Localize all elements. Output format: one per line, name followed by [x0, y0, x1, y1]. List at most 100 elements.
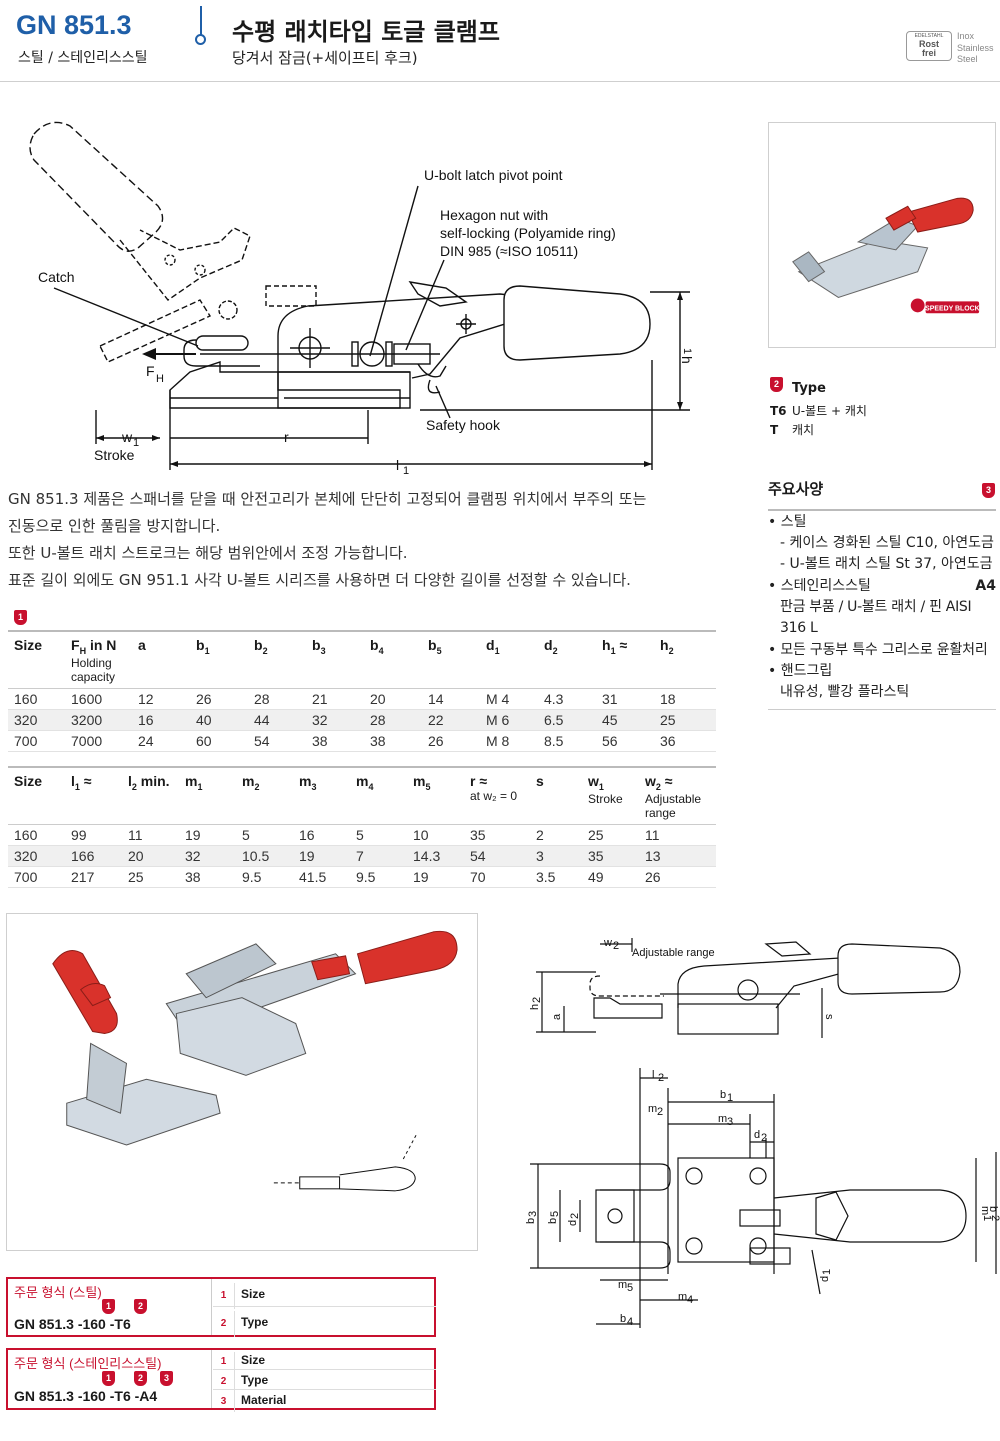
table-cell: 41.5 [293, 866, 350, 888]
stainless-note: Inox Stainless Steel [957, 31, 994, 66]
order-steel-row-type-num: 2 [213, 1311, 235, 1337]
table1-header-text-2: a [138, 637, 146, 653]
features-title: 주요사양 [768, 478, 996, 511]
table-cell: 3200 [65, 709, 132, 731]
table1-header-0: Size [8, 629, 65, 689]
table-cell: 320 [8, 845, 65, 867]
table-cell: 700 [8, 866, 65, 888]
table-cell: 54 [248, 730, 306, 752]
table1-header-text-7: b [428, 637, 437, 653]
dim-m3: m [718, 1113, 727, 1125]
feature-steel-item-2: - U-볼트 래치 스틸 St 37, 아연도금 [780, 556, 993, 572]
table-cell: 14.3 [407, 845, 464, 867]
table-cell: 1600 [65, 688, 132, 710]
table1-header-sub-7: 5 [436, 645, 442, 656]
table2-header-sub-7: 5 [425, 781, 431, 792]
table1-header-suffix-10: ≈ [615, 637, 628, 653]
table1-header-9: d2 [538, 629, 596, 689]
order-stainless-marker-3: 3 [160, 1371, 173, 1386]
stainless-note-2: Stainless [957, 42, 994, 53]
dim-b1: b [720, 1089, 726, 1101]
feature-stainless: • 스테인리스스틸 A4 [768, 576, 996, 597]
table-cell: 99 [65, 824, 122, 846]
feature-steel-item-2-text: U-볼트 래치 스틸 St 37, 아연도금 [789, 556, 993, 572]
table2-header-text-8: r ≈ [470, 773, 488, 789]
table-cell: 166 [65, 845, 122, 867]
table-cell: 40 [190, 709, 248, 731]
table-cell: 160 [8, 824, 65, 846]
table-cell: 217 [65, 866, 122, 888]
table2-header-3: m1 [179, 765, 236, 825]
dim-m5: m [618, 1279, 627, 1291]
label-w1: w [121, 429, 133, 445]
badge-line-1: Rost [919, 38, 939, 49]
label-fh-sub: H [156, 373, 164, 385]
table2-header-text-5: m [299, 773, 312, 789]
feature-handle-desc: 내유성, 빨강 플라스틱 [768, 682, 996, 710]
table1-header-text-8: d [486, 637, 495, 653]
dim-d1-sub: 1 [821, 1269, 833, 1275]
feature-stainless-code: A4 [975, 578, 996, 594]
table1-header-text-4: b [254, 637, 263, 653]
table1-header-2: a [132, 629, 190, 689]
order-stainless-marker-1: 1 [102, 1371, 115, 1386]
description-line-1: GN 851.3 제품은 스패너를 닫을 때 안전고리가 본체에 단단히 고정되… [8, 490, 647, 508]
table1-header-7: b5 [422, 629, 480, 689]
table1-header-text-9: d [544, 637, 553, 653]
table2-header-sub-5: 3 [311, 781, 317, 792]
table2-header-note-11: Adjustable range [645, 791, 702, 820]
table-cell: 4.3 [538, 688, 596, 710]
table-cell: 26 [639, 866, 716, 888]
table2-header-sub-3: 1 [197, 781, 203, 792]
table2-header-1: l1 ≈ [65, 765, 122, 825]
main-technical-drawing: U-bolt latch pivot point Hexagon nut wit… [20, 110, 740, 480]
table-cell: 19 [407, 866, 464, 888]
description-line-2: 진동으로 인한 풀림을 방지합니다. [8, 517, 221, 535]
table2-header-text-11: w [645, 773, 656, 789]
table-cell: 16 [293, 824, 350, 846]
dim-l2: l [652, 1069, 654, 1081]
table1-header-sub-4: 2 [262, 645, 268, 656]
table2-header-sub-11: 2 [655, 781, 661, 792]
dim-d1: d [819, 1276, 831, 1282]
table-cell: 10.5 [236, 845, 293, 867]
table2-header-8: r ≈at w₂ = 0 [464, 765, 530, 825]
table1-header-3: b1 [190, 629, 248, 689]
table-cell: 5 [350, 824, 407, 846]
order-stainless-title: 주문 형식 (스테인리스스틸) [14, 1356, 162, 1371]
order-stainless-row-type-num: 2 [213, 1372, 235, 1392]
features-list: • 스틸 - 케이스 경화된 스틸 C10, 아연도금 - U-볼트 래치 스틸… [768, 510, 996, 710]
table-cell: 70 [464, 866, 530, 888]
order-stainless-row-size: 1 Size [213, 1350, 436, 1372]
dim-a: a [551, 1013, 563, 1020]
rostfrei-badge: EDELSTAHL Rost frei [906, 31, 952, 61]
table2-header-sub-1: 1 [74, 781, 80, 792]
table-cell: 54 [464, 845, 530, 867]
header-divider [200, 6, 202, 36]
type-code-t: T [770, 423, 779, 437]
dim-b2: b [987, 1206, 999, 1212]
speedy-block-logo: SPEEDY BLOCK [925, 305, 980, 312]
feature-stainless-desc: 판금 부품 / U-볼트 래치 / 핀 AISI 316 L [780, 599, 972, 636]
table-cell: 22 [422, 709, 480, 731]
table-cell: 26 [422, 730, 480, 752]
dim-b1-sub: 1 [727, 1092, 733, 1104]
dim-b3-sub: 3 [527, 1211, 539, 1217]
order-stainless-row-size-num: 1 [213, 1352, 235, 1372]
table-cell: 18 [654, 688, 716, 710]
order-stainless-row-size-label: Size [241, 1353, 266, 1367]
table-cell: M 6 [480, 709, 538, 731]
dim-b4-sub: 4 [627, 1316, 633, 1328]
table2-header-sub-6: 4 [368, 781, 374, 792]
table2-header-text-2: l [128, 773, 132, 789]
product-photo-large [6, 913, 478, 1251]
dimension-drawings: w 2 Adjustable range h 2 a s l 2 b 1 m 2… [520, 928, 1000, 1338]
table2-header-sub-4: 2 [254, 781, 260, 792]
stainless-note-3: Steel [957, 54, 978, 65]
